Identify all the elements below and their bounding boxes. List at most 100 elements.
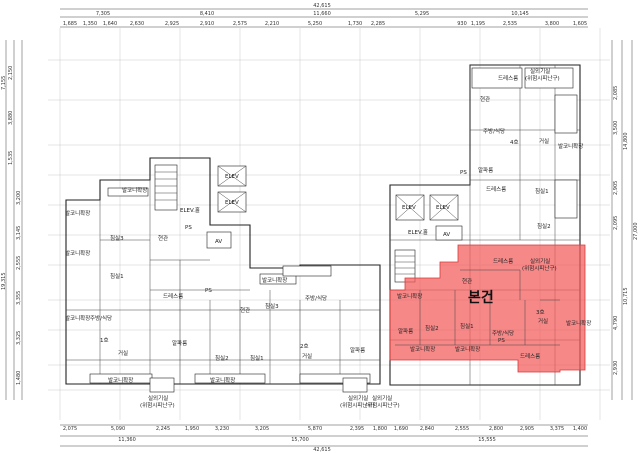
label-elev-hall-l: ELEV.홀	[180, 206, 200, 214]
label-entrance-r1: 현관	[480, 95, 490, 103]
dim-top2-1: 1,350	[83, 21, 97, 27]
dim-bot1-11: 2,555	[455, 426, 469, 432]
label-unit-3: 3호	[536, 309, 545, 316]
top-dimensions: 42,615 7,305 8,410 11,660 5,295 10,145 1…	[60, 3, 588, 28]
dim-top2-12: 1,195	[471, 21, 485, 27]
dim-right-6: 4,790	[613, 316, 619, 330]
dim-top2-9: 1,730	[348, 21, 362, 27]
label-kitchen-r: 주방/식당	[483, 127, 505, 135]
label-elev-l1: ELEV	[225, 174, 239, 180]
label-elev-l2: ELEV	[225, 200, 239, 206]
dim-bot1-7: 2,395	[350, 426, 364, 432]
label-unit-4: 4호	[510, 139, 519, 146]
dim-right-0: 2,085	[613, 86, 619, 100]
dim-overall-left: 19,315	[1, 273, 7, 291]
dim-left-2: 3,880	[8, 111, 14, 125]
dim-top1-0: 7,305	[96, 11, 110, 17]
label-outdoor-r: 실외기실	[530, 67, 550, 75]
dim-bot1-6: 5,870	[308, 426, 322, 432]
label-balcony-1: 발코니확장	[122, 186, 147, 194]
label-alpha-room-m: 알파룸	[350, 346, 365, 354]
label-dressroom-l: 드레스룸	[163, 292, 183, 300]
label-kitchen-h: 주방/식당	[492, 329, 514, 337]
dim-top2-15: 1,605	[573, 21, 587, 27]
label-bedroom1-m: 침실1	[250, 354, 264, 362]
dim-top2-5: 2,910	[200, 21, 214, 27]
highlight-title: 본건	[468, 289, 494, 306]
dim-bot1-10: 2,840	[420, 426, 434, 432]
label-balcony-h1: 발코니확장	[397, 292, 422, 300]
label-bedroom3-m: 침실3	[265, 302, 279, 310]
label-outdoor-sub-r: (위험시피난구)	[525, 74, 560, 82]
dim-left-4: 3,200	[16, 191, 22, 205]
right-labels: 실외기실 (위험시피난구) 드레스룸 주방/식당 4호 거실 발코니확장 침실1…	[365, 67, 591, 409]
dim-left-1: 2,150	[8, 66, 14, 80]
label-balcony-4: 발코니확장	[65, 314, 90, 322]
left-labels: 발코니확장 발코니확장 발코니확장 발코니확장 발코니확장 발코니확장 발코니확…	[65, 174, 375, 409]
dim-bot1-14: 3,375	[550, 426, 564, 432]
label-bedroom2-l: 침실2	[215, 354, 229, 362]
dim-left-9: 1,480	[16, 371, 22, 385]
label-ps-r1: PS	[460, 170, 467, 176]
dim-left-3: 1,535	[8, 151, 14, 165]
label-dressroom-h: 드레스룸	[493, 257, 513, 265]
left-building	[65, 157, 381, 393]
dim-bot1-8: 1,800	[373, 426, 387, 432]
dim-bot1-0: 2,075	[63, 426, 77, 432]
dim-overall-right: 27,000	[633, 223, 639, 241]
dim-left-7: 3,355	[16, 291, 22, 305]
highlight-zone	[389, 244, 586, 373]
label-bedroom2-r: 침실2	[537, 222, 551, 230]
dim-bot1-2: 2,245	[156, 426, 170, 432]
label-outdoor-h: 실외기실	[530, 257, 550, 265]
label-balcony-6: 발코니확장	[210, 376, 235, 384]
dim-top1-2: 11,660	[313, 11, 331, 17]
dim-bot1-4: 3,230	[215, 426, 229, 432]
dim-top2-0: 1,685	[63, 21, 77, 27]
label-balcony-r1: 발코니확장	[558, 142, 583, 150]
dim-top2-2: 1,640	[103, 21, 117, 27]
label-dressroom-r1: 드레스룸	[498, 74, 518, 82]
dim-top1-3: 5,295	[415, 11, 429, 17]
dim-bot1-12: 2,800	[489, 426, 503, 432]
label-bedroom3-l: 침실3	[110, 234, 124, 242]
label-unit-1: 1호	[100, 337, 109, 344]
right-dimensions: 2,085 3,500 14,800 2,905 2,095 10,715 4,…	[611, 40, 639, 400]
dim-top2-6: 2,575	[233, 21, 247, 27]
label-unit-2: 2호	[300, 343, 309, 350]
dim-bot1-15: 1,400	[573, 426, 587, 432]
label-bedroom1-l: 침실1	[110, 272, 124, 280]
dim-overall-bottom: 42,615	[313, 447, 331, 453]
label-elev-r1: ELEV	[402, 205, 416, 211]
label-alpha-room-h: 알파룸	[398, 327, 413, 335]
dim-left-5: 3,145	[16, 226, 22, 240]
label-balcony-h3: 발코니확장	[410, 345, 435, 353]
dim-bot2-2: 15,555	[478, 437, 496, 443]
dim-top1-1: 8,410	[200, 11, 214, 17]
label-kitchen-l: 주방/식당	[90, 314, 112, 322]
label-outdoor-sub-m: (위험시피난구)	[340, 401, 375, 409]
dim-top2-3: 2,630	[130, 21, 144, 27]
label-entrance-h: 현관	[462, 277, 472, 285]
dim-top2-10: 2,285	[371, 21, 385, 27]
dim-bot1-1: 5,090	[111, 426, 125, 432]
dim-top2-11: 930	[457, 21, 467, 27]
dim-right-1: 3,500	[613, 121, 619, 135]
bottom-dimensions: 2,075 5,090 2,245 1,950 3,230 3,205 5,87…	[60, 424, 588, 453]
dim-top2-7: 2,210	[265, 21, 279, 27]
label-elev-r2: ELEV	[436, 205, 450, 211]
dim-right-5: 10,715	[623, 288, 629, 306]
label-outdoor-m: 실외기실	[348, 394, 368, 402]
label-outdoor-sub-r2: (위험시피난구)	[365, 401, 400, 409]
label-living-2: 거실	[302, 352, 312, 360]
dim-top2-13: 2,535	[503, 21, 517, 27]
label-ps-l2: PS	[205, 288, 212, 294]
dim-right-7: 2,930	[613, 361, 619, 375]
label-av-l: AV	[215, 239, 222, 245]
label-outdoor-sub-h: (위험시피난구)	[522, 264, 557, 272]
dim-right-2: 14,800	[623, 133, 629, 151]
label-av-r: AV	[443, 232, 450, 238]
label-balcony-h2: 발코니확장	[566, 319, 591, 327]
label-entrance-m: 현관	[240, 306, 250, 314]
